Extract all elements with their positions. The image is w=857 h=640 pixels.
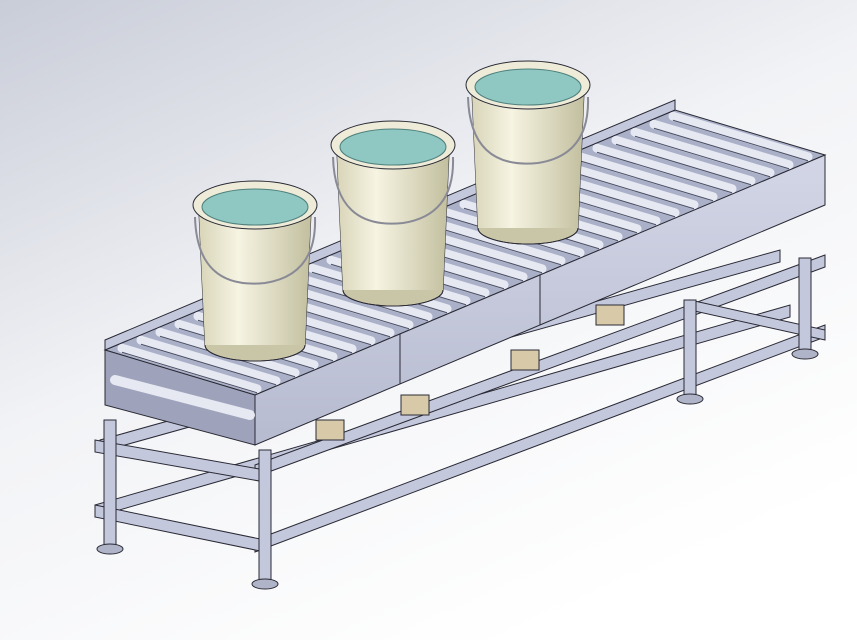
roller <box>117 343 262 394</box>
roller-edge <box>672 119 809 162</box>
roller <box>136 335 281 386</box>
bucket-bottom-edge <box>342 289 444 307</box>
roller <box>573 151 718 202</box>
roller <box>611 135 756 186</box>
load-cell <box>315 419 345 441</box>
roller <box>649 119 794 170</box>
bucket-bottom-edge <box>477 227 579 245</box>
leveling-foot <box>96 543 124 555</box>
roller-edge <box>596 151 733 194</box>
roller <box>630 127 775 178</box>
bucket <box>465 60 591 245</box>
bucket-body-fill <box>337 153 449 290</box>
load-cell <box>510 349 540 371</box>
leg <box>798 257 812 351</box>
roller <box>668 111 813 162</box>
leg <box>258 449 272 581</box>
bucket-liquid <box>339 128 447 166</box>
bucket-body-fill <box>199 213 311 345</box>
leveling-foot <box>791 348 819 360</box>
roller <box>554 159 699 210</box>
bucket <box>330 120 456 307</box>
roller-edge <box>140 343 277 386</box>
roller-edge <box>121 351 258 394</box>
bucket-liquid <box>474 68 582 106</box>
end-roller <box>110 375 255 420</box>
load-cell <box>595 304 625 326</box>
load-cell <box>400 394 430 416</box>
bucket-handle <box>467 96 590 165</box>
leg <box>683 299 697 396</box>
bucket <box>192 180 318 362</box>
bucket-liquid <box>201 188 309 226</box>
roller-edge <box>634 135 771 178</box>
roller-edge <box>577 159 714 202</box>
roller <box>592 143 737 194</box>
roller-edge <box>615 143 752 186</box>
bucket-bottom-edge <box>204 344 306 362</box>
leg <box>103 419 117 546</box>
buckets <box>192 60 591 362</box>
roller-edge <box>653 127 790 170</box>
bucket-handle <box>332 156 455 225</box>
leveling-foot <box>251 578 279 590</box>
bucket-handle <box>194 216 317 285</box>
leveling-foot <box>676 393 704 405</box>
roller-edge <box>558 167 695 210</box>
roller-edge <box>425 223 562 266</box>
roller <box>421 215 566 266</box>
bucket-body-fill <box>472 93 584 228</box>
